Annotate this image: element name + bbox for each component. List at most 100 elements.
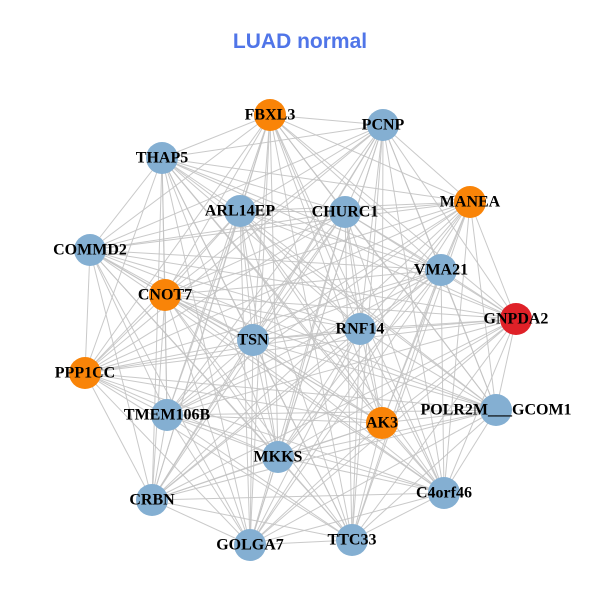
node-label-POLR2M___GCOM1: POLR2M___GCOM1 [420,402,571,419]
node-CRBN [136,484,168,516]
edge-TSN-POLR2M___GCOM1 [252,339,497,411]
edge-GNPDA2-C4orf46 [443,318,517,494]
edge-THAP5-POLR2M___GCOM1 [161,157,497,411]
edge-POLR2M___GCOM1-AK3 [381,409,497,424]
edge-PPP1CC-GOLGA7 [84,372,251,546]
node-label-FBXL3: FBXL3 [245,107,296,124]
node-CHURC1 [329,196,361,228]
edge-CNOT7-VMA21 [164,269,442,296]
edge-COMMD2-TMEM106B [89,249,168,416]
edge-PPP1CC-C4orf46 [84,372,445,494]
node-label-RNF14: RNF14 [336,321,385,338]
edge-CHURC1-MANEA [344,201,471,213]
edge-TSN-TMEM106B [166,339,254,416]
edge-RNF14-TTC33 [351,328,361,541]
node-MANEA [454,186,486,218]
edge-MANEA-C4orf46 [443,201,471,494]
edge-CNOT7-TTC33 [164,294,353,541]
edge-CHURC1-TSN [252,211,346,341]
edge-FBXL3-THAP5 [161,114,271,159]
node-label-CRBN: CRBN [129,492,175,509]
node-TMEM106B [151,399,183,431]
edge-AK3-GOLGA7 [249,422,383,546]
node-label-TTC33: TTC33 [328,532,377,549]
node-label-CNOT7: CNOT7 [138,287,192,304]
edge-PCNP-AK3 [381,124,384,424]
edge-TMEM106B-POLR2M___GCOM1 [166,409,497,416]
edge-PCNP-THAP5 [161,124,384,159]
edge-CHURC1-TMEM106B [166,211,346,416]
edge-AK3-TTC33 [351,422,383,541]
edge-THAP5-RNF14 [161,157,361,330]
edge-FBXL3-MKKS [269,114,279,458]
node-ARL14EP [224,195,256,227]
edge-PCNP-MANEA [382,124,471,203]
node-COMMD2 [74,234,106,266]
edge-PPP1CC-AK3 [84,372,383,424]
edge-TMEM106B-AK3 [166,414,383,424]
edge-CNOT7-MKKS [164,294,279,458]
edge-TSN-GOLGA7 [249,339,254,546]
edge-THAP5-GOLGA7 [161,157,251,546]
edge-VMA21-TSN [252,269,442,341]
edge-TMEM106B-MKKS [166,414,279,458]
edge-RNF14-TMEM106B [166,328,361,416]
node-C4orf46 [428,477,460,509]
edge-MANEA-GNPDA2 [469,201,517,320]
edge-CHURC1-COMMD2 [89,211,346,251]
edge-MANEA-COMMD2 [89,201,471,251]
edge-FBXL3-MANEA [269,114,471,203]
edge-FBXL3-PPP1CC [84,114,271,374]
edge-VMA21-MKKS [277,269,442,458]
edge-FBXL3-TTC33 [269,114,353,541]
edge-MANEA-TMEM106B [166,201,471,416]
edge-TSN-RNF14 [252,328,361,341]
node-PCNP [367,109,399,141]
edge-VMA21-RNF14 [359,269,442,330]
edge-TSN-PPP1CC [84,339,254,374]
edge-CHURC1-GOLGA7 [249,211,346,546]
edge-TMEM106B-C4orf46 [166,414,445,494]
plot-title: LUAD normal [232,30,368,53]
edge-CHURC1-CRBN [151,211,346,501]
edge-MANEA-POLR2M___GCOM1 [469,201,497,411]
edge-ARL14EP-RNF14 [239,210,361,330]
node-label-PCNP: PCNP [362,117,405,134]
node-TSN [237,324,269,356]
edge-COMMD2-VMA21 [89,249,442,271]
edge-GNPDA2-CRBN [151,318,517,501]
edge-ARL14EP-CNOT7 [164,210,241,296]
edge-ARL14EP-COMMD2 [89,210,241,251]
edge-THAP5-COMMD2 [89,157,163,251]
edge-THAP5-MANEA [161,157,471,203]
edge-CNOT7-RNF14 [164,294,361,330]
edge-TSN-C4orf46 [252,339,445,494]
node-label-PPP1CC: PPP1CC [55,365,115,382]
edge-RNF14-AK3 [359,328,383,424]
edge-ARL14EP-AK3 [239,210,383,424]
edge-TSN-CRBN [151,339,254,501]
edge-VMA21-GOLGA7 [249,269,442,546]
edge-CNOT7-TSN [164,294,254,341]
edge-PPP1CC-CRBN [84,372,153,501]
node-VMA21 [425,254,457,286]
edge-MANEA-RNF14 [359,201,471,330]
node-label-COMMD2: COMMD2 [53,242,127,259]
edge-GOLGA7-TTC33 [249,539,353,546]
edge-MKKS-C4orf46 [277,456,445,494]
edge-POLR2M___GCOM1-CRBN [151,409,497,501]
edge-GNPDA2-AK3 [381,318,517,424]
node-TTC33 [336,524,368,556]
edge-THAP5-PPP1CC [84,157,163,374]
edge-GNPDA2-TSN [252,318,517,341]
edge-PCNP-ARL14EP [239,124,384,212]
edge-TMEM106B-GOLGA7 [166,414,251,546]
nodes-layer [69,99,532,561]
edge-TSN-MKKS [252,339,279,458]
edge-RNF14-MKKS [277,328,361,458]
node-PPP1CC [69,357,101,389]
edge-PCNP-TMEM106B [166,124,384,416]
edge-MANEA-CNOT7 [164,201,471,296]
